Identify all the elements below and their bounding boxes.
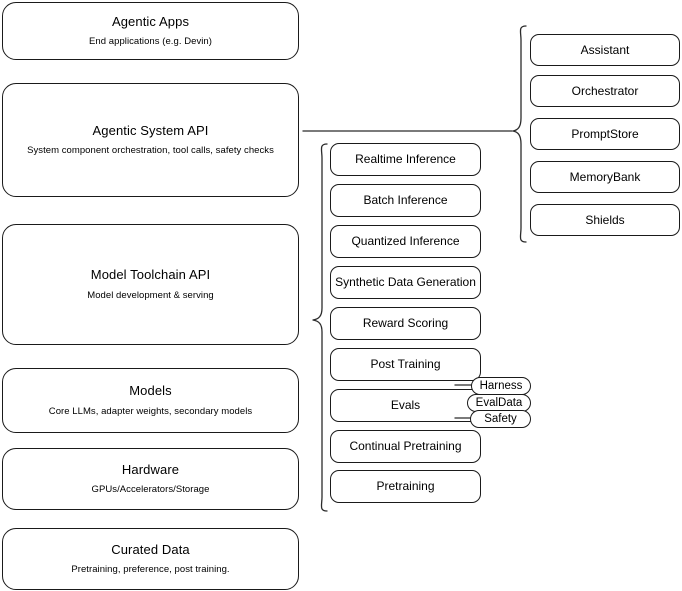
capability-quantized-inference[interactable]: Quantized Inference bbox=[330, 225, 481, 258]
capability-label: Continual Pretraining bbox=[349, 439, 462, 453]
capability-label: Quantized Inference bbox=[351, 234, 460, 248]
brace-system-components bbox=[512, 25, 527, 243]
capability-post-training[interactable]: Post Training bbox=[330, 348, 481, 381]
eval-pill-label: EvalData bbox=[475, 397, 523, 409]
capability-realtime-inference[interactable]: Realtime Inference bbox=[330, 143, 481, 176]
layer-hardware[interactable]: Hardware GPUs/Accelerators/Storage bbox=[2, 448, 299, 510]
component-assistant[interactable]: Assistant bbox=[530, 34, 680, 66]
layer-agentic-apps[interactable]: Agentic Apps End applications (e.g. Devi… bbox=[2, 2, 299, 60]
eval-pill-harness[interactable]: Harness bbox=[471, 377, 531, 395]
capability-label: Realtime Inference bbox=[355, 152, 456, 166]
capability-pretraining[interactable]: Pretraining bbox=[330, 470, 481, 503]
capability-label: Reward Scoring bbox=[362, 316, 449, 330]
layer-subtitle: GPUs/Accelerators/Storage bbox=[91, 484, 210, 496]
layer-models[interactable]: Models Core LLMs, adapter weights, secon… bbox=[2, 368, 299, 433]
capability-evals[interactable]: Evals bbox=[330, 389, 481, 422]
component-label: Shields bbox=[585, 212, 625, 227]
capability-label: Post Training bbox=[370, 357, 441, 371]
eval-pill-evaldata[interactable]: EvalData bbox=[467, 394, 531, 412]
layer-title: Agentic Apps bbox=[111, 13, 190, 29]
component-memorybank[interactable]: MemoryBank bbox=[530, 161, 680, 193]
layer-title: Curated Data bbox=[111, 541, 190, 557]
eval-pill-safety[interactable]: Safety bbox=[470, 410, 531, 428]
layer-model-toolchain-api[interactable]: Model Toolchain API Model development & … bbox=[2, 224, 299, 345]
component-orchestrator[interactable]: Orchestrator bbox=[530, 75, 680, 107]
layer-subtitle: End applications (e.g. Devin) bbox=[89, 36, 212, 48]
component-promptstore[interactable]: PromptStore bbox=[530, 118, 680, 150]
component-shields[interactable]: Shields bbox=[530, 204, 680, 236]
component-label: Assistant bbox=[580, 42, 630, 57]
capability-synthetic-data-generation[interactable]: Synthetic Data Generation bbox=[330, 266, 481, 299]
layer-curated-data[interactable]: Curated Data Pretraining, preference, po… bbox=[2, 528, 299, 590]
capability-label: Evals bbox=[390, 398, 421, 412]
layer-agentic-system-api[interactable]: Agentic System API System component orch… bbox=[2, 83, 299, 197]
layer-title: Agentic System API bbox=[92, 122, 209, 138]
layer-title: Models bbox=[129, 383, 172, 399]
capability-label: Batch Inference bbox=[363, 193, 448, 207]
layer-subtitle: Pretraining, preference, post training. bbox=[71, 564, 230, 576]
component-label: Orchestrator bbox=[571, 83, 639, 98]
capability-label: Synthetic Data Generation bbox=[335, 275, 476, 289]
capability-continual-pretraining[interactable]: Continual Pretraining bbox=[330, 430, 481, 463]
capability-label: Pretraining bbox=[376, 479, 435, 493]
layer-subtitle: System component orchestration, tool cal… bbox=[27, 145, 274, 157]
layer-title: Hardware bbox=[121, 461, 180, 477]
component-label: PromptStore bbox=[571, 126, 639, 141]
brace-toolchain-capabilities bbox=[312, 143, 328, 512]
eval-pill-label: Harness bbox=[479, 380, 523, 392]
capability-batch-inference[interactable]: Batch Inference bbox=[330, 184, 481, 217]
eval-pill-label: Safety bbox=[484, 413, 517, 425]
layer-subtitle: Model development & serving bbox=[87, 289, 214, 301]
component-label: MemoryBank bbox=[569, 169, 641, 184]
layer-subtitle: Core LLMs, adapter weights, secondary mo… bbox=[48, 405, 253, 417]
layer-title: Model Toolchain API bbox=[90, 267, 211, 283]
capability-reward-scoring[interactable]: Reward Scoring bbox=[330, 307, 481, 340]
